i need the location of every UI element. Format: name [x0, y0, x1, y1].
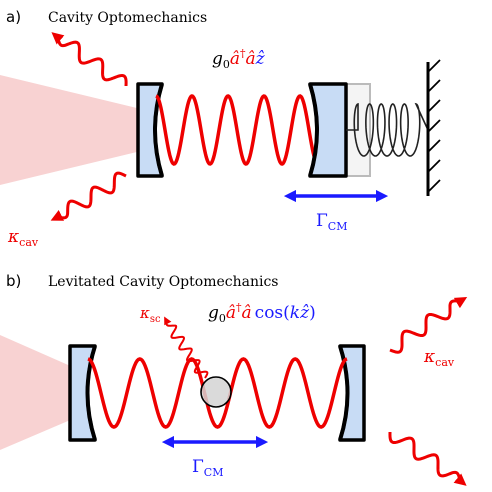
panel-b-letter: b) — [6, 272, 21, 290]
panel-a-letter: a) — [6, 8, 21, 26]
hatched-wall-icon — [426, 59, 441, 196]
kappa-sc-label: κsc — [139, 304, 161, 325]
spring-icon — [346, 102, 429, 157]
laser-beam — [0, 335, 75, 450]
laser-beam — [0, 75, 145, 185]
gamma-label-b: ΓCM — [192, 457, 223, 479]
panel-b-title: Levitated Cavity Optomechanics — [48, 274, 278, 290]
levitated-particle-icon — [200, 376, 232, 408]
cavity-field-wave — [87, 357, 348, 429]
loss-arrow-upper-icon — [389, 296, 468, 354]
cavity-field-wave — [155, 94, 319, 166]
coupling-term-a: g0â†âẑ — [212, 47, 266, 71]
kappa-cav-label-b: κcav — [423, 347, 455, 369]
left-mirror-icon — [136, 82, 164, 178]
loss-arrow-upper-icon — [51, 32, 128, 87]
loss-arrow-lower-icon — [388, 431, 467, 486]
movable-mirror-icon — [308, 82, 371, 178]
gamma-label-a: ΓCM — [316, 211, 347, 233]
loss-arrow-lower-icon — [50, 171, 127, 221]
kappa-cav-label-a: κcav — [7, 227, 39, 249]
scattering-arrow-icon — [164, 316, 209, 379]
panel-a-title: Cavity Optomechanics — [48, 10, 207, 26]
panel-a: a) Cavity Optomechanics — [0, 8, 441, 249]
panel-b: b) Levitated Cavity Optomechanics κsc κc… — [0, 272, 468, 486]
left-mirror-icon — [68, 344, 97, 442]
